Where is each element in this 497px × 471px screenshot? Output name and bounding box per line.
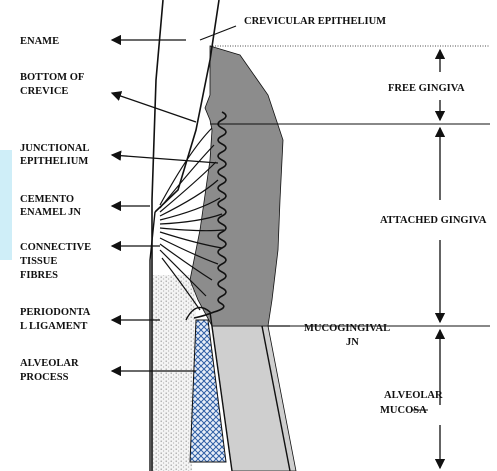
label-periodontal-2: L LIGAMENT <box>20 321 87 332</box>
label-free-gingiva: FREE GINGIVA <box>388 83 465 94</box>
label-ename: ENAME <box>20 36 59 47</box>
label-connective-1: CONNECTIVE <box>20 242 91 253</box>
label-bottom-of-crevice-1: BOTTOM OF <box>20 72 84 83</box>
label-alveolar-mucosa-1: ALVEOLAR <box>384 390 443 401</box>
dotted-ligament-region <box>152 275 196 471</box>
label-cemento-2: ENAMEL JN <box>20 207 81 218</box>
label-mucogingival-2: JN <box>346 337 359 348</box>
label-attached-gingiva: ATTACHED GINGIVA <box>380 215 487 226</box>
label-alveolar-process-2: PROCESS <box>20 372 69 383</box>
label-junctional-1: JUNCTIONAL <box>20 143 89 154</box>
label-periodontal-1: PERIODONTA <box>20 307 91 318</box>
label-bottom-of-crevice-2: CREVICE <box>20 86 68 97</box>
label-alveolar-mucosa-2: MUCOSA <box>380 405 427 416</box>
label-alveolar-process-1: ALVEOLAR <box>20 358 79 369</box>
label-connective-3: FIBRES <box>20 270 58 281</box>
label-junctional-2: EPITHELIUM <box>20 156 88 167</box>
label-mucogingival-1: MUCOGINGIVAL <box>304 323 390 334</box>
watermark-bar <box>0 150 12 260</box>
crevicular-pointer <box>200 26 236 40</box>
label-connective-2: TISSUE <box>20 256 57 267</box>
label-cemento-1: CEMENTO <box>20 194 74 205</box>
label-crevicular-epithelium: CREVICULAR EPITHELIUM <box>244 16 386 27</box>
